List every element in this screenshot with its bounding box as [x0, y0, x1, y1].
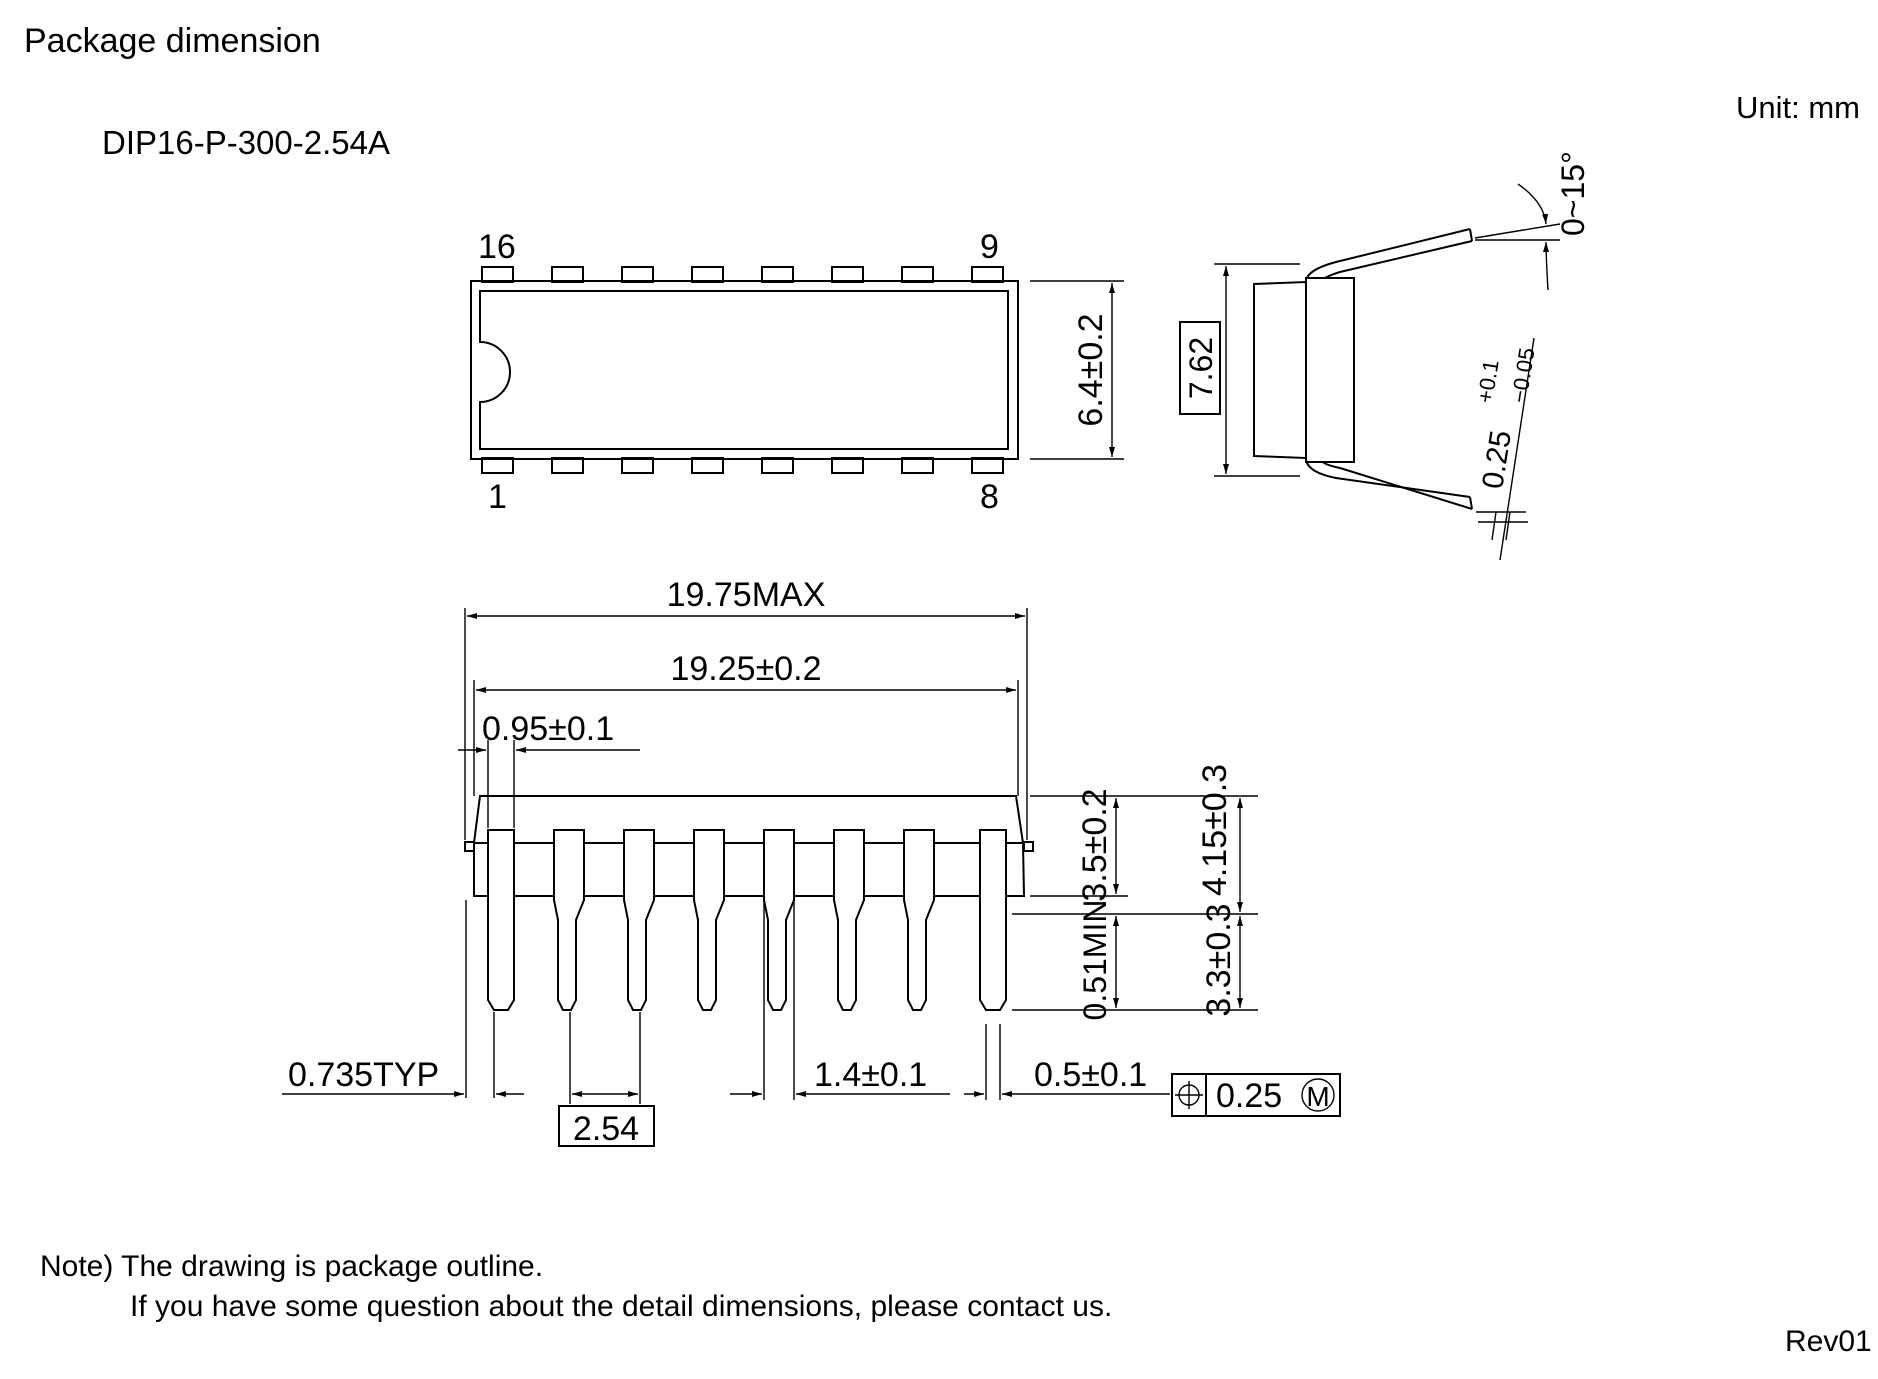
- unit-label: Unit: mm: [1736, 90, 1860, 125]
- note-line-2: If you have some question about the deta…: [130, 1290, 1113, 1323]
- body-length-label: 19.25±0.2: [670, 650, 821, 688]
- standoff-label: 0.51MIN: [1077, 900, 1113, 1021]
- overall-max-label: 19.75MAX: [667, 576, 826, 614]
- top-body-inner: [479, 290, 1009, 450]
- top-pins: [481, 266, 1004, 474]
- pin-16-label: 16: [478, 228, 516, 266]
- top-body-outline: [470, 280, 1019, 460]
- pitch-label: 2.54: [573, 1110, 639, 1148]
- position-modifier-label: M: [1306, 1081, 1329, 1112]
- pin-8-label: 8: [980, 478, 999, 516]
- body-width-label: 6.4±0.2: [1072, 313, 1110, 426]
- body-height-label: 3.5±0.2: [1076, 788, 1114, 901]
- note-line-1: Note) The drawing is package outline.: [40, 1250, 544, 1283]
- lead-angle-label: 0~15°: [1555, 151, 1591, 236]
- front-view: 19.75MAX 19.25±0.2 0.95±0.1 3.5±0.2 0.51…: [282, 576, 1341, 1148]
- pin-1-label: 1: [488, 478, 507, 516]
- mmc-circle-icon: [1301, 1078, 1335, 1112]
- end-lead-label: 0.95±0.1: [482, 710, 614, 748]
- lead-width-label: 0.5±0.1: [1034, 1056, 1147, 1094]
- pin-9-label: 9: [980, 228, 999, 266]
- lead-thickness-plus: +0.1: [1472, 358, 1503, 405]
- top-view: 16 9 1 8 6.4±0.2: [470, 228, 1124, 516]
- seated-height-label: 4.15±0.3: [1196, 764, 1234, 896]
- shoulder-width-label: 1.4±0.1: [814, 1056, 927, 1094]
- revision-label: Rev01: [1785, 1325, 1872, 1358]
- lead-offset-label: 0.735TYP: [288, 1056, 439, 1094]
- position-tolerance-frame: 0.25 M: [1171, 1073, 1341, 1117]
- row-spacing-label: 7.62: [1183, 337, 1219, 399]
- front-leads: [487, 829, 1007, 1011]
- package-code: DIP16-P-300-2.54A: [102, 124, 390, 161]
- lead-thickness-minus: −0.05: [1506, 346, 1539, 405]
- page-title: Package dimension: [24, 22, 321, 60]
- side-view: 7.62 0~15° 0.25 +0.1 −0.05: [1179, 151, 1591, 561]
- lead-length-label: 3.3±0.3: [1200, 903, 1238, 1016]
- position-tolerance-label: 0.25: [1216, 1077, 1282, 1115]
